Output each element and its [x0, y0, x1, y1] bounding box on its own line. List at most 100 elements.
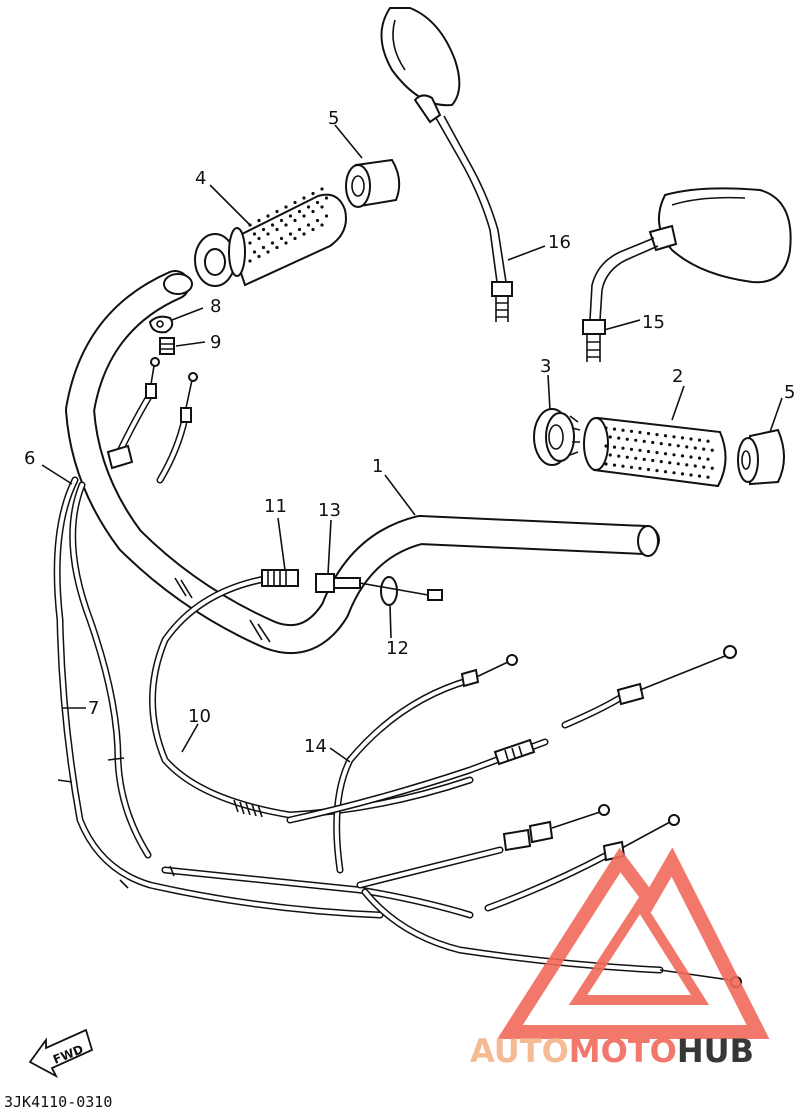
grip-dot	[655, 433, 659, 437]
part-number-10: 10	[188, 706, 211, 727]
grip-dot	[608, 435, 612, 439]
grip-left	[194, 187, 347, 287]
grip-dot	[252, 250, 257, 254]
grip-dot	[659, 460, 663, 464]
adjuster-assembly	[261, 569, 443, 606]
part-number-15: 15	[642, 312, 665, 333]
part-number-14: 14	[304, 736, 327, 757]
grip-dot	[663, 452, 668, 456]
grip-dot	[266, 214, 270, 218]
watermark-auto: AUTO	[470, 1032, 569, 1070]
grip-dot	[693, 446, 697, 450]
grip-dot	[702, 465, 706, 469]
grip-dot	[680, 454, 685, 458]
grip-dot	[676, 444, 680, 448]
bar-end-right	[737, 428, 785, 486]
grip-dot	[248, 259, 252, 263]
grip-dot	[646, 467, 651, 472]
grip-dot	[311, 227, 315, 232]
grip-dot	[697, 474, 702, 478]
grip-dot	[293, 236, 297, 241]
grip-dot	[672, 453, 676, 457]
grip-dot	[706, 475, 710, 479]
grip-dot	[629, 447, 634, 451]
part-number-labels: 1 2 3 4 5 5 6 7 8 9 10 11 12 13 14 15 16	[24, 108, 795, 757]
grip-dot	[710, 466, 714, 470]
grip-dot	[685, 445, 689, 449]
grip-dot	[638, 448, 642, 452]
grip-dot	[270, 241, 275, 245]
grip-dot	[651, 458, 655, 463]
part-number-11: 11	[264, 496, 287, 517]
grip-dot	[642, 439, 646, 443]
grip-dot	[320, 223, 324, 227]
grip-dot	[284, 241, 288, 245]
grip-dot	[629, 465, 634, 469]
grip-dot	[668, 443, 672, 447]
grip-dot	[297, 209, 302, 214]
grip-dot	[672, 435, 676, 439]
bar-end-upper	[345, 158, 401, 208]
grip-dot	[668, 461, 672, 465]
grip-dot	[311, 191, 315, 196]
grip-dot	[315, 218, 320, 223]
grip-dot	[284, 223, 288, 227]
grip-dot	[275, 209, 279, 214]
grip-dot	[706, 439, 710, 443]
grip-dot	[320, 187, 324, 191]
grip-dot	[320, 205, 324, 209]
grip-dot	[293, 218, 297, 223]
grip-dot	[279, 236, 284, 241]
holder-small-parts	[148, 315, 175, 355]
grip-dot	[680, 436, 685, 440]
grip-dot	[689, 473, 693, 477]
watermark-hub: HUB	[677, 1032, 754, 1070]
grip-dot	[257, 218, 261, 223]
grip-dot	[261, 245, 266, 250]
mirror-right	[582, 187, 792, 362]
throttle-collar	[533, 408, 581, 466]
grip-dot	[655, 469, 659, 473]
grip-dot	[266, 250, 270, 254]
grip-dot	[288, 232, 293, 236]
cable-10	[149, 574, 474, 819]
part-number-4: 4	[195, 168, 206, 189]
grip-dot	[625, 437, 629, 441]
grip-dot	[306, 205, 311, 209]
grip-dot	[612, 445, 617, 449]
grip-dot	[302, 232, 306, 236]
grip-dot	[621, 428, 625, 432]
grip-dot	[302, 196, 306, 200]
grip-dot	[672, 471, 676, 475]
grip-dot	[306, 223, 311, 227]
handlebar	[65, 270, 660, 655]
grip-dot	[680, 472, 685, 476]
grip-dot	[655, 451, 659, 455]
grip-dot	[702, 447, 706, 451]
grip-dot	[638, 466, 642, 470]
grip-dot	[706, 457, 710, 461]
grip-dot	[324, 196, 329, 200]
grip-dot	[604, 426, 608, 430]
grip-dot	[642, 457, 646, 461]
grip-dot	[663, 470, 668, 474]
svg-text:AUTOMOTOHUB: AUTOMOTOHUB	[470, 1032, 754, 1070]
grip-dot	[608, 453, 612, 457]
grip-dot	[629, 429, 634, 433]
grip-dot	[279, 218, 284, 223]
diagram-code: 3JK4110-0310	[4, 1093, 112, 1111]
grip-dot	[693, 464, 697, 468]
grip-dot	[293, 200, 297, 205]
grip-dot	[651, 440, 655, 445]
grip-dot	[261, 227, 266, 232]
grip-dot	[659, 442, 663, 446]
grip-dot	[266, 232, 270, 236]
part-number-6: 6	[24, 448, 35, 469]
grip-dot	[621, 446, 625, 450]
part-number-13: 13	[318, 500, 341, 521]
grip-dot	[302, 214, 306, 218]
part-number-12: 12	[386, 638, 409, 659]
leader-lines	[41, 124, 783, 763]
